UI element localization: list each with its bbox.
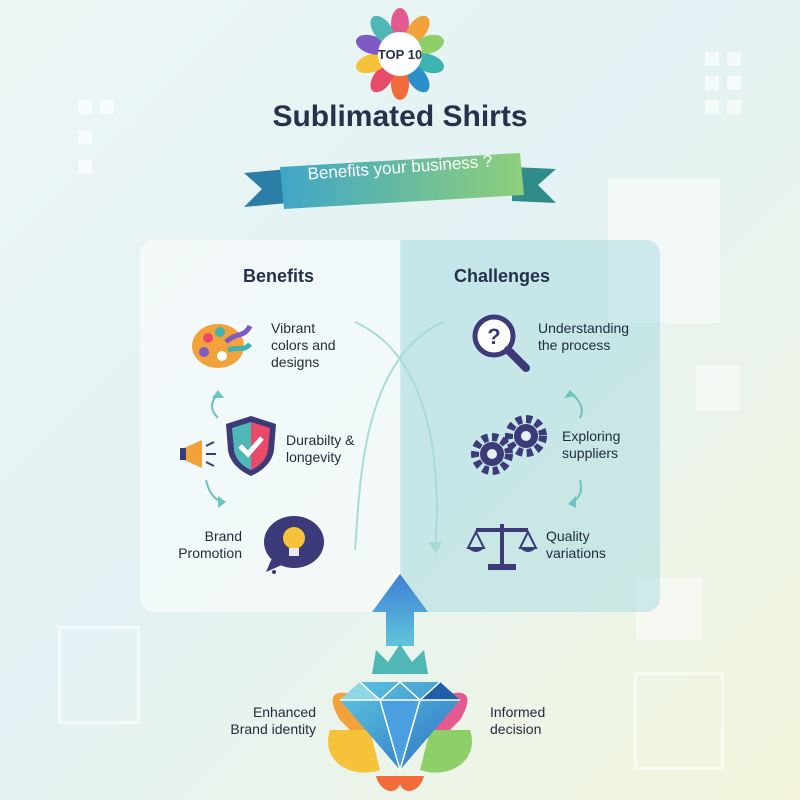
background-square xyxy=(78,130,92,144)
megaphone-icon xyxy=(180,440,216,468)
benefit-1-text: Vibrant colors and designs xyxy=(271,320,336,370)
background-square xyxy=(727,100,741,114)
scale-icon xyxy=(466,524,538,570)
diamond-crown-icon xyxy=(328,574,472,791)
background-square xyxy=(727,52,741,66)
background-document xyxy=(58,626,140,724)
top10-flower-logo: TOP 10 xyxy=(355,8,445,100)
background-document xyxy=(634,672,724,770)
up-arrow xyxy=(372,574,428,646)
background-square xyxy=(705,100,719,114)
page-title: Sublimated Shirts xyxy=(272,100,528,133)
benefit-3-text: Brand Promotion xyxy=(178,528,242,561)
lightbulb-icon xyxy=(264,516,324,574)
background-square xyxy=(78,160,92,174)
crown xyxy=(372,644,428,674)
ribbon-banner xyxy=(244,153,556,209)
challenge-2-text: Exploring suppliers xyxy=(562,428,621,461)
svg-text:?: ? xyxy=(487,324,500,349)
palette-icon xyxy=(192,324,252,368)
shield-check-icon xyxy=(226,416,276,476)
benefits-heading: Benefits xyxy=(243,266,315,286)
outcome-right-text: Informed decision xyxy=(490,704,546,737)
benefit-2-text: Durabilty & longevity xyxy=(286,432,355,465)
background-square xyxy=(78,100,92,114)
logo-label: TOP 10 xyxy=(378,47,422,62)
background-card xyxy=(608,178,720,323)
background-square xyxy=(705,52,719,66)
challenge-1-text: Understanding the process xyxy=(538,320,630,353)
background-square xyxy=(705,76,719,90)
flow-arrows xyxy=(205,321,583,554)
background-card xyxy=(696,365,740,411)
background-card xyxy=(636,578,702,640)
background-square xyxy=(100,100,114,114)
challenge-3-text: Quality variations xyxy=(546,528,606,561)
magnifier-question-icon: ? xyxy=(472,314,530,372)
background-square xyxy=(727,76,741,90)
gears-icon xyxy=(471,415,547,475)
challenges-heading: Challenges xyxy=(454,266,551,286)
outcome-left-text: Enhanced Brand identity xyxy=(230,704,316,737)
